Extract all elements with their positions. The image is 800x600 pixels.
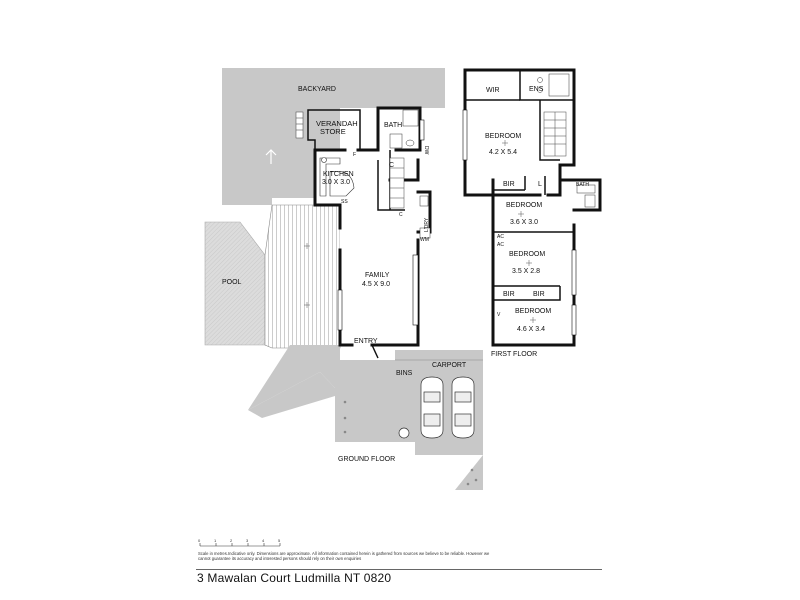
- disclaimer-text: Scale in metres.Indicative only. Dimensi…: [198, 551, 490, 562]
- carport-label: CARPORT: [432, 362, 467, 369]
- dw-label: DW: [423, 146, 429, 155]
- bir-1-label: BIR: [503, 181, 515, 188]
- side-yard: [222, 195, 272, 205]
- ground-floor-title: GROUND FLOOR: [338, 456, 395, 463]
- store-label: STORE: [320, 127, 346, 136]
- ac-1-label: AC: [497, 234, 504, 240]
- closet-c2-label: C: [399, 212, 403, 218]
- laundry-fixtures: [419, 195, 431, 239]
- scale-bar: 0 1 2 3 4 5: [198, 538, 281, 547]
- verandah-label: VERANDAH: [316, 119, 358, 128]
- fridge-label: F: [353, 152, 356, 158]
- kitchen-size-label: 3.0 X 3.0: [322, 179, 350, 186]
- deck-crosses: [304, 243, 310, 308]
- closet-c1-label: C: [389, 162, 394, 169]
- ground-windows: [337, 119, 425, 331]
- divider-line: [196, 569, 602, 570]
- upstairs-bath-label: BATH: [576, 182, 589, 188]
- bedroom-1-size: 4.2 X 5.4: [489, 149, 517, 156]
- side-path: [248, 372, 335, 418]
- bir-2-label: BIR: [503, 291, 515, 298]
- bedroom-3-label: BEDROOM: [509, 251, 545, 258]
- ensuite-fixtures: [537, 73, 570, 97]
- pool-label: POOL: [222, 279, 242, 286]
- up-arrow-icon: [265, 149, 277, 164]
- scale-tick-1: 1: [214, 538, 217, 543]
- planter-dots: [343, 400, 478, 486]
- bedroom-4-label: BEDROOM: [515, 308, 551, 315]
- wm-label: WM: [420, 237, 429, 243]
- bedroom-2-label: BEDROOM: [506, 202, 542, 209]
- ac-2-label: AC: [497, 242, 504, 248]
- laundry-label: L'DRY: [424, 217, 430, 232]
- backyard-label: BACKYARD: [298, 86, 336, 93]
- entry-door: [371, 344, 379, 359]
- bath-label: BATH: [384, 122, 402, 129]
- bir-3-label: BIR: [533, 291, 545, 298]
- first-floor-title: FIRST FLOOR: [491, 351, 537, 358]
- scale-tick-0: 0: [198, 538, 201, 543]
- property-address: 3 Mawalan Court Ludmilla NT 0820: [197, 571, 392, 585]
- backyard-area: [222, 68, 445, 205]
- bedroom-4-size: 4.6 X 3.4: [517, 326, 545, 333]
- first-floor-stairs: [543, 111, 567, 157]
- scale-tick-3: 3: [246, 538, 249, 543]
- ground-stairs: [389, 157, 405, 209]
- deck: [264, 204, 341, 349]
- ss-label: SS: [341, 199, 348, 205]
- scale-tick-5: 5: [278, 538, 281, 543]
- wir-label: WIR: [486, 87, 500, 94]
- v-label: V: [497, 312, 501, 318]
- carport-cars: [420, 376, 475, 439]
- kitchen-label: KITCHEN: [323, 171, 354, 178]
- scale-tick-2: 2: [230, 538, 233, 543]
- meter-icon: [398, 427, 410, 439]
- entry-label: ENTRY: [354, 338, 378, 345]
- first-floor-windows: [462, 109, 577, 336]
- family-label: FAMILY: [365, 272, 390, 279]
- backyard-steps: [295, 111, 304, 139]
- bedroom-2-size: 3.6 X 3.0: [510, 219, 538, 226]
- bath-fixtures: [389, 109, 419, 149]
- ground-floor: POOL: [204, 68, 483, 490]
- bedroom-1-label: BEDROOM: [485, 133, 521, 140]
- upstairs-bath-fixtures: [576, 184, 596, 208]
- ens-label: ENS: [529, 86, 544, 93]
- scale-tick-4: 4: [262, 538, 265, 543]
- ceiling-fan-markers: [502, 140, 536, 323]
- kitchen-bench: [319, 157, 355, 197]
- bins-label: BINS: [396, 370, 413, 377]
- family-size-label: 4.5 X 9.0: [362, 281, 390, 288]
- linen-label: L: [538, 181, 542, 188]
- bedroom-3-size: 3.5 X 2.8: [512, 268, 540, 275]
- first-floor: WIR ENS BEDROOM 4.2 X 5.4 BEDROOM 3.6 X …: [462, 68, 602, 358]
